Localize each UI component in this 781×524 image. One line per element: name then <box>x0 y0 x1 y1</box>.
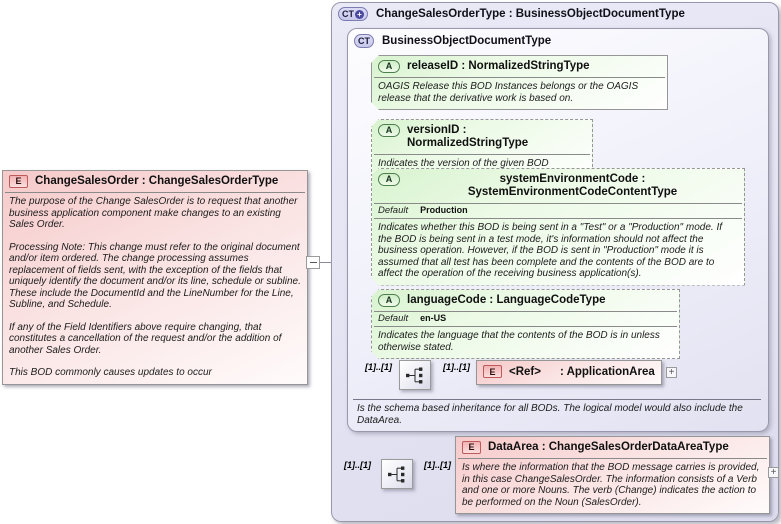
attribute-icon: A <box>378 60 400 73</box>
panel-title: BusinessObjectDocumentType <box>382 35 552 47</box>
divider <box>458 458 767 459</box>
element-icon: E <box>483 365 502 378</box>
dataarea-box[interactable]: E DataArea : ChangeSalesOrderDataAreaTyp… <box>455 436 770 514</box>
expand-dataarea-button[interactable]: + <box>768 467 779 478</box>
sequence-compositor-icon[interactable] <box>381 459 413 489</box>
attribute-name: systemEnvironmentCode : SystemEnvironmen… <box>467 173 678 198</box>
attribute-annotation: Indicates the language that the contents… <box>378 330 660 353</box>
annotation-paragraph: The purpose of the Change SalesOrder is … <box>9 196 298 230</box>
attribute-icon: A <box>378 173 400 186</box>
cardinality-label: [1]..[1] <box>443 362 470 372</box>
divider <box>374 154 590 155</box>
divider <box>374 77 665 78</box>
attribute-title: A releaseID : NormalizedStringType <box>372 56 667 77</box>
complex-type-derived-icon: CT+ <box>338 7 368 21</box>
attribute-box-releaseid[interactable]: A releaseID : NormalizedStringType OAGIS… <box>371 55 668 110</box>
divider <box>374 311 677 312</box>
annotation-divider <box>353 399 761 400</box>
attribute-icon: A <box>378 294 400 307</box>
element-icon: E <box>462 441 481 454</box>
element-title: E <Ref> : ApplicationArea <box>477 361 661 382</box>
divider <box>374 326 677 327</box>
element-name: ChangeSalesOrder : ChangeSalesOrderType <box>35 175 279 187</box>
divider <box>374 203 742 204</box>
sequence-glyph <box>388 466 405 482</box>
element-title: E DataArea : ChangeSalesOrderDataAreaTyp… <box>456 437 769 458</box>
element-name: <Ref> <box>509 365 541 378</box>
annotation-paragraph: Processing Note: This change must refer … <box>9 241 301 311</box>
attribute-title: A languageCode : LanguageCodeType <box>372 290 679 311</box>
cardinality-label: [1]..[1] <box>344 460 371 470</box>
businessobjectdocumenttype-header[interactable]: CT BusinessObjectDocumentType <box>354 34 551 48</box>
attribute-annotation: Indicates whether this BOD is being sent… <box>378 222 723 279</box>
cardinality-label: [1]..[1] <box>365 362 392 372</box>
sequence-glyph <box>406 367 423 383</box>
divider <box>5 192 305 193</box>
attribute-box-systemenvironmentcode[interactable]: A systemEnvironmentCode : SystemEnvironm… <box>371 168 745 286</box>
attribute-annotation: OAGIS Release this BOD Instances belongs… <box>378 81 639 104</box>
minus-icon <box>309 262 317 263</box>
annotation-paragraph: If any of the Field Identifiers above re… <box>9 321 282 356</box>
attribute-name: releaseID : NormalizedStringType <box>407 60 590 72</box>
cardinality-label: [1]..[1] <box>424 460 451 470</box>
expand-ref-button[interactable]: + <box>666 367 677 378</box>
changesalesorder-element-box[interactable]: E ChangeSalesOrder : ChangeSalesOrderTyp… <box>2 170 308 385</box>
default-value: en-US <box>420 313 447 323</box>
panel-title: ChangeSalesOrderType : BusinessObjectDoc… <box>376 8 685 20</box>
element-icon: E <box>9 175 28 188</box>
element-title: E ChangeSalesOrder : ChangeSalesOrderTyp… <box>3 171 307 192</box>
default-value: Production <box>420 205 468 215</box>
attribute-icon: A <box>378 124 400 137</box>
divider <box>374 218 742 219</box>
ref-applicationarea-box[interactable]: E <Ref> : ApplicationArea <box>476 360 662 385</box>
attribute-title: A systemEnvironmentCode : SystemEnvironm… <box>372 169 744 203</box>
collapse-button[interactable] <box>306 256 320 269</box>
element-annotation: The purpose of the Change SalesOrder is … <box>3 193 307 384</box>
base-type-annotation: Is the schema based inheritance for all … <box>357 403 743 426</box>
attribute-name: versionID : NormalizedStringType <box>407 124 529 149</box>
element-name: DataArea : ChangeSalesOrderDataAreaType <box>488 441 729 453</box>
annotation-paragraph: This BOD commonly causes updates to occu… <box>9 367 212 378</box>
complex-type-icon: CT <box>354 34 374 48</box>
attribute-box-languagecode[interactable]: A languageCode : LanguageCodeType Defaul… <box>371 289 680 359</box>
changesalesordertype-header[interactable]: CT+ ChangeSalesOrderType : BusinessObjec… <box>338 7 685 21</box>
default-label: Default <box>378 205 409 216</box>
derivation-plus-icon: + <box>355 9 364 19</box>
attribute-name: languageCode : LanguageCodeType <box>407 294 606 306</box>
attribute-default: Default Production <box>372 204 744 218</box>
element-type: : ApplicationArea <box>559 365 655 378</box>
attribute-default: Default en-US <box>372 312 679 326</box>
element-annotation: Is where the information that the BOD me… <box>462 462 760 508</box>
sequence-compositor-icon[interactable] <box>399 360 431 390</box>
attribute-title: A versionID : NormalizedStringType <box>372 120 592 154</box>
default-label: Default <box>378 313 409 324</box>
